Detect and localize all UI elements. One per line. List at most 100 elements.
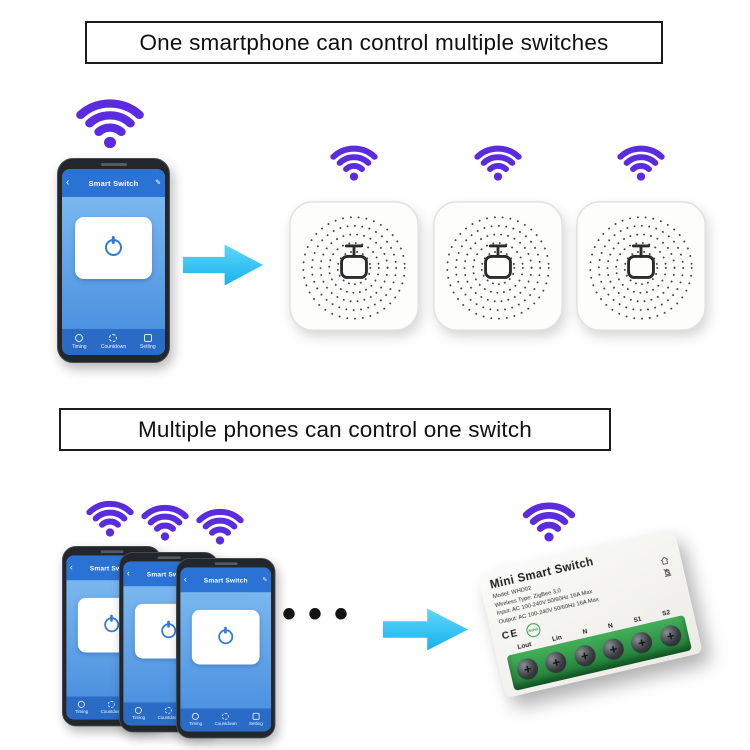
house-icon: [659, 555, 670, 566]
phone-speaker: [100, 550, 124, 554]
phone-screen: ‹ Smart Switch ✎ Timing: [62, 169, 165, 355]
app-title: Smart Switch: [89, 564, 134, 572]
ce-mark: CE: [500, 627, 520, 643]
phone-speaker: [214, 562, 238, 566]
nav-label: Setting: [249, 721, 263, 727]
terminal-label: S2: [661, 608, 671, 618]
terminal-screw: +: [572, 643, 598, 669]
countdown-icon: [108, 700, 116, 708]
section1-title-box: One smartphone can control multiple swit…: [85, 21, 663, 64]
wifi-icon: [70, 90, 150, 150]
phone-frame: ‹ Smart Switch ✎ Timing: [57, 158, 170, 363]
section2-title-box: Multiple phones can control one switch: [59, 408, 611, 451]
app-header: ‹ Smart Switch ✎: [180, 567, 272, 593]
settings-icon: [143, 334, 152, 342]
timing-icon: [191, 712, 200, 720]
edit-icon: ✎: [155, 179, 161, 187]
smartphone: ‹ Smart Switch ✎ Timing: [176, 558, 276, 739]
section1-title-text: One smartphone can control multiple swit…: [139, 29, 609, 55]
smart-switch: [574, 199, 708, 333]
power-button: [104, 614, 120, 633]
wifi-icon: [518, 495, 580, 543]
timing-icon: [75, 334, 84, 342]
weee-bin-icon: [662, 567, 673, 578]
app-footer: Timing Countdown Setting: [62, 329, 165, 355]
smart-switch: [287, 199, 421, 333]
terminal-screw: +: [600, 636, 627, 663]
screw-slot-icon: +: [579, 647, 591, 665]
wifi-icon: [192, 502, 248, 546]
ellipsis: •••: [282, 592, 361, 636]
switch-card: [75, 216, 152, 279]
switch-card: [192, 609, 260, 665]
nav-setting: Setting: [241, 708, 271, 731]
timing-icon: [134, 706, 143, 714]
wifi-icon: [613, 139, 669, 182]
screw-slot-icon: +: [636, 634, 648, 651]
phone-screen: ‹ Smart Switch ✎ Timing: [180, 567, 272, 732]
nav-label: Timing: [74, 709, 89, 715]
nav-label: Countdown: [214, 721, 237, 727]
screw-slot-icon: +: [550, 654, 562, 671]
back-icon: ‹: [183, 574, 187, 585]
timing-icon: [77, 700, 86, 708]
app-title: Smart Switch: [146, 570, 191, 578]
terminal-screw: +: [629, 630, 655, 656]
edit-icon: ✎: [262, 576, 268, 584]
terminal-label: Lin: [551, 633, 563, 643]
nav-label: Setting: [140, 344, 156, 350]
screw-slot-icon: +: [608, 641, 619, 658]
terminal-label: S1: [632, 615, 643, 625]
phone-speaker: [157, 556, 181, 560]
app-footer: Timing Countdown Setting: [180, 708, 272, 732]
power-button: [161, 620, 177, 639]
wifi-icon: [82, 494, 138, 538]
terminal-screw: +: [543, 650, 569, 676]
app-body: [62, 197, 165, 329]
arrow-right-icon: [383, 606, 468, 653]
app-title: Smart Switch: [88, 178, 139, 188]
power-icon: [110, 614, 113, 622]
device-symbols: [659, 553, 678, 589]
wifi-icon: [470, 139, 526, 182]
power-button: [104, 236, 122, 257]
phone-speaker: [100, 163, 127, 166]
wifi-icon: [137, 498, 193, 542]
power-icon: [167, 620, 170, 628]
back-icon: ‹: [126, 568, 130, 579]
back-icon: ‹: [69, 562, 73, 573]
nav-label: Countdown: [100, 344, 127, 350]
app-title: Smart Switch: [203, 576, 248, 584]
app-body: [180, 592, 272, 709]
nav-countdown: Countdown: [211, 708, 241, 731]
nav-countdown: Countdown: [97, 696, 127, 719]
countdown-icon: [222, 712, 230, 720]
countdown-icon: [165, 706, 173, 714]
settings-icon: [252, 712, 260, 720]
power-icon: [112, 236, 115, 245]
nav-timing: Timing: [180, 708, 210, 731]
arrow-right-icon: [183, 242, 263, 288]
wifi-icon: [326, 139, 382, 182]
device-face: Mini Smart Switch Model: WHD02 Wireless …: [477, 527, 703, 698]
nav-countdown: Countdown: [154, 702, 184, 725]
terminal-screw: +: [515, 656, 541, 682]
nav-label: Timing: [188, 721, 203, 727]
power-button: [218, 626, 234, 645]
nav-setting: Setting: [131, 329, 165, 355]
phone-frame: ‹ Smart Switch ✎ Timing: [176, 558, 276, 739]
back-icon: ‹: [66, 177, 70, 188]
rohs-mark: RoHS: [524, 621, 542, 639]
nav-label: Timing: [71, 344, 87, 350]
terminal-label: N: [581, 627, 589, 636]
nav-label: Countdown: [157, 715, 180, 721]
smart-switch: [431, 199, 565, 333]
screw-slot-icon: +: [522, 661, 534, 678]
countdown-icon: [109, 334, 118, 342]
nav-label: Timing: [131, 715, 146, 721]
terminal-label: N: [607, 622, 614, 630]
screw-slot-icon: +: [665, 628, 676, 645]
nav-label: Countdown: [100, 709, 123, 715]
app-header: ‹ Smart Switch ✎: [62, 169, 165, 197]
